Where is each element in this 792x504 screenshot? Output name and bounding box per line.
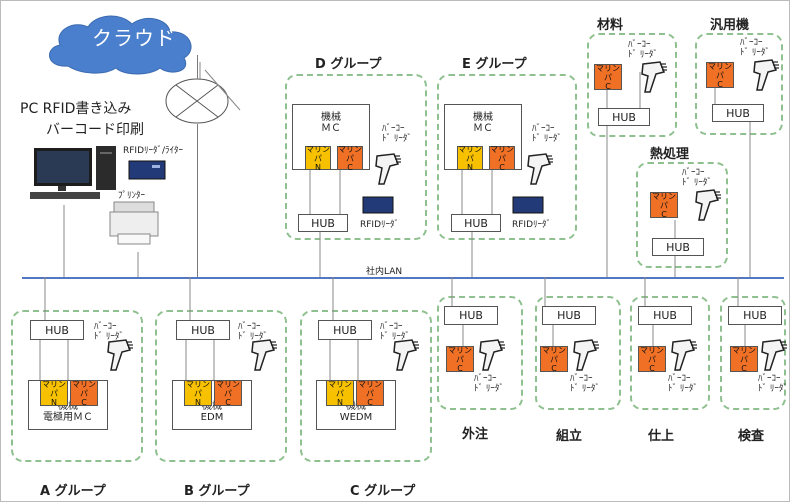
site-kensa-barcode-reader-icon <box>761 339 787 371</box>
group-e-barcode-reader-icon <box>527 153 553 185</box>
site-hanyo-hub: HUB <box>712 104 764 122</box>
group-e-rfid-reader-icon <box>512 196 544 214</box>
site-kensa-barcode-label: ﾊﾞｰｺｰﾄﾞ ﾘｰﾀﾞ <box>758 374 788 394</box>
site-kumitate-barcode-reader-icon <box>573 339 599 371</box>
cloud-label: クラウド <box>92 26 176 50</box>
site-gaichu-barcode-label: ﾊﾞｰｺｰﾄﾞ ﾘｰﾀﾞ <box>474 374 504 394</box>
site-netsu-barcode-label: ﾊﾞｰｺｰﾄﾞ ﾘｰﾀﾞ <box>682 168 712 188</box>
group-a-hub: HUB <box>30 320 84 340</box>
site-netsu-barcode-reader-icon <box>695 189 721 221</box>
group-b-frame <box>155 310 287 462</box>
pc-title-line1: PC RFID書き込み <box>20 101 132 117</box>
router-icon <box>165 78 229 124</box>
site-zairyo-frame <box>587 33 677 137</box>
site-zairyo-barcode-reader-icon <box>641 61 667 93</box>
group-d-title: D グループ <box>315 57 382 72</box>
site-hanyo-frame <box>695 33 783 135</box>
group-d-rfid-label: RFIDﾘｰﾀﾞ <box>360 220 400 230</box>
site-kumitate-frame <box>535 296 621 410</box>
group-a-barcode-reader-icon <box>107 339 133 371</box>
pc-icon <box>30 146 116 199</box>
site-shiage-hub: HUB <box>638 306 692 325</box>
group-c-frame <box>300 310 432 462</box>
group-b-hub: HUB <box>176 320 230 340</box>
site-kensa-hub: HUB <box>728 306 782 325</box>
rfid-reader-writer-label: RFIDﾘｰﾀﾞ/ﾗｲﾀｰ <box>123 146 184 156</box>
group-e-barcode-label: ﾊﾞｰｺｰﾄﾞ ﾘｰﾀﾞ <box>532 124 562 144</box>
group-d-frame <box>285 74 427 240</box>
site-zairyo-hub: HUB <box>598 108 650 126</box>
site-shiage-title: 仕上 <box>648 429 675 444</box>
printer-icon <box>109 201 159 245</box>
site-hanyo-title: 汎用機 <box>710 18 750 33</box>
site-zairyo-barcode-label: ﾊﾞｰｺｰﾄﾞ ﾘｰﾀﾞ <box>628 40 658 60</box>
lan-label: 社内LAN <box>366 267 403 277</box>
site-gaichu-title: 外注 <box>462 427 489 442</box>
site-shiage-barcode-reader-icon <box>671 339 697 371</box>
group-d-barcode-reader-icon <box>375 153 401 185</box>
site-netsu-title: 熱処理 <box>650 147 690 162</box>
site-zairyo-title: 材料 <box>597 18 624 33</box>
group-c-title: C グループ <box>350 484 416 499</box>
pc-title-line2: バーコード印刷 <box>46 122 144 138</box>
site-netsu-frame <box>636 162 728 268</box>
group-a-frame <box>11 310 143 462</box>
lan-line <box>22 277 784 279</box>
group-d-barcode-label: ﾊﾞｰｺｰﾄﾞ ﾘｰﾀﾞ <box>382 124 412 144</box>
site-shiage-frame <box>630 296 710 410</box>
group-c-hub: HUB <box>318 320 372 340</box>
site-hanyo-barcode-reader-icon <box>753 59 779 91</box>
site-gaichu-frame <box>437 296 523 410</box>
group-b-title: B グループ <box>184 484 250 499</box>
group-a-title: A グループ <box>40 484 106 499</box>
group-e-rfid-label: RFIDﾘｰﾀﾞ <box>512 220 552 230</box>
site-kumitate-barcode-label: ﾊﾞｰｺｰﾄﾞ ﾘｰﾀﾞ <box>570 374 600 394</box>
group-b-barcode-reader-icon <box>251 339 277 371</box>
site-kumitate-title: 組立 <box>556 429 583 444</box>
site-kensa-frame <box>720 296 786 410</box>
line-cloud-router <box>197 55 198 79</box>
group-c-barcode-label: ﾊﾞｰｺｰﾄﾞ ﾘｰﾀﾞ <box>380 322 410 342</box>
site-kensa-title: 検査 <box>738 429 765 444</box>
group-d-rfid-reader-icon <box>362 196 394 214</box>
line-router-lan <box>197 124 198 277</box>
site-kumitate-hub: HUB <box>542 306 596 325</box>
rfid-reader-writer-icon <box>128 160 166 180</box>
site-shiage-barcode-label: ﾊﾞｰｺｰﾄﾞ ﾘｰﾀﾞ <box>668 374 698 394</box>
cloud-shape <box>49 15 192 75</box>
site-gaichu-hub: HUB <box>444 306 498 325</box>
group-c-barcode-reader-icon <box>393 339 419 371</box>
group-e-title: E グループ <box>462 57 527 72</box>
group-d-hub: HUB <box>298 214 348 232</box>
group-e-hub: HUB <box>451 214 501 232</box>
group-a-barcode-label: ﾊﾞｰｺｰﾄﾞ ﾘｰﾀﾞ <box>94 322 124 342</box>
site-hanyo-barcode-label: ﾊﾞｰｺｰﾄﾞ ﾘｰﾀﾞ <box>740 38 770 58</box>
site-gaichu-barcode-reader-icon <box>479 339 505 371</box>
printer-label: ﾌﾟﾘﾝﾀｰ <box>118 191 146 201</box>
site-netsu-hub: HUB <box>652 238 704 256</box>
group-b-barcode-label: ﾊﾞｰｺｰﾄﾞ ﾘｰﾀﾞ <box>238 322 268 342</box>
group-e-frame <box>437 74 577 240</box>
